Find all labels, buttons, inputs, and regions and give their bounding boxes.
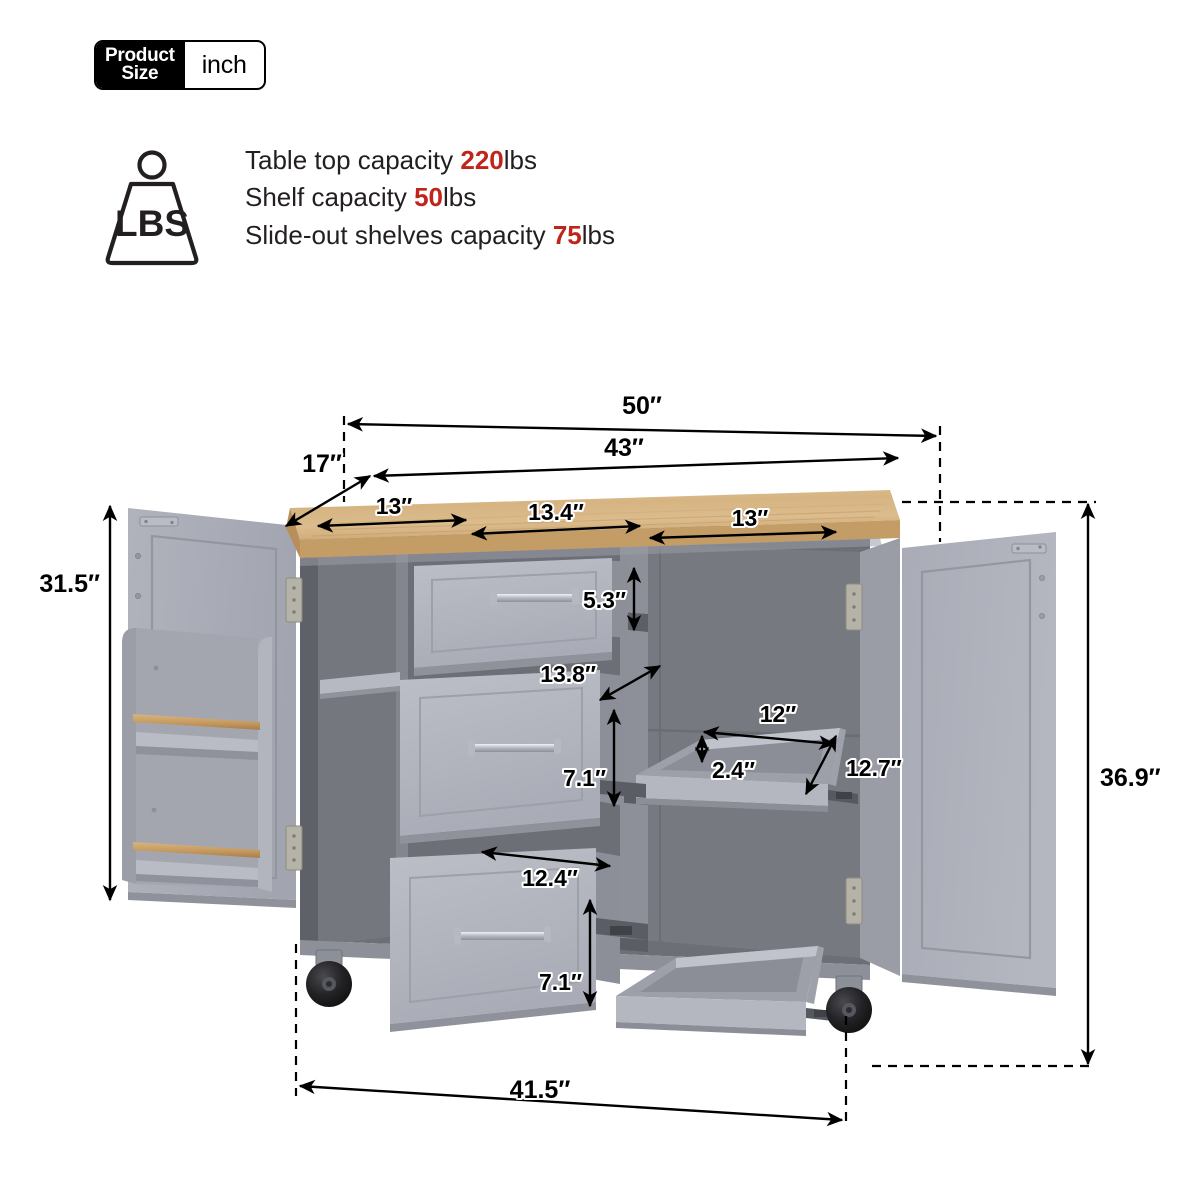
capacity-value: 220 bbox=[460, 145, 504, 175]
product-size-label-line1: Product bbox=[105, 44, 175, 66]
drawer-bottom[interactable] bbox=[390, 848, 648, 1032]
drawer-handle[interactable] bbox=[468, 738, 561, 756]
dim-label-left-height: 31.5″ bbox=[39, 570, 100, 598]
dim-label-base-width: 41.5″ bbox=[510, 1076, 571, 1104]
drawer-handle[interactable] bbox=[454, 926, 551, 944]
capacity-text-after: lbs bbox=[443, 182, 477, 213]
capacity-list: Table top capacity 220lbs Shelf capacity… bbox=[245, 142, 615, 254]
drawer-handle[interactable] bbox=[490, 588, 579, 606]
spice-rack bbox=[122, 628, 272, 892]
dim-overall-height: 36.9″ bbox=[872, 500, 1163, 1068]
unit-label: inch bbox=[201, 50, 247, 79]
dim-overall-width: 50″ bbox=[342, 390, 942, 542]
dim-label-slide-shelf-depth: 12.7″ bbox=[846, 755, 902, 781]
dim-countertop-depth: 17″ bbox=[284, 448, 372, 528]
dim-label-middle-drawer-height: 7.1″ bbox=[563, 765, 606, 791]
capacity-value: 50 bbox=[414, 182, 444, 213]
drawer-middle[interactable] bbox=[400, 670, 646, 844]
caster-left bbox=[306, 949, 352, 1007]
dim-label-drawer-depth: 13.8″ bbox=[540, 661, 596, 687]
dim-label-left-cabinet-width: 13″ bbox=[376, 493, 413, 519]
dim-label-slide-shelf-width: 12″ bbox=[760, 701, 797, 727]
capacity-item-shelf: Shelf capacity 50lbs bbox=[245, 179, 615, 216]
product-size-label-line2: Size bbox=[121, 63, 159, 84]
weight-lbs-icon: LBS bbox=[105, 150, 199, 266]
dim-label-countertop-depth: 17″ bbox=[302, 450, 342, 478]
left-cabinet-door[interactable] bbox=[122, 508, 303, 908]
dim-slide-shelf-depth: 12.7″ bbox=[804, 734, 904, 796]
product-size-label: Product Size bbox=[96, 42, 185, 88]
dim-label-center-drawer-width: 13.4″ bbox=[528, 499, 584, 525]
dim-bottom-drawer-height: 7.1″ bbox=[537, 898, 598, 1008]
capacity-text-before: Shelf capacity bbox=[245, 182, 415, 213]
product-size-badge: Product Size inch bbox=[94, 40, 266, 90]
right-cabinet-door[interactable] bbox=[845, 532, 1056, 996]
capacity-value: 75 bbox=[552, 219, 582, 250]
capacity-text-before: Table top capacity bbox=[245, 145, 461, 175]
svg-text:LBS: LBS bbox=[115, 203, 189, 244]
capacity-item-table-top: Table top capacity 220lbs bbox=[245, 142, 615, 179]
caster-right bbox=[826, 975, 872, 1033]
dim-countertop-width: 43″ bbox=[372, 432, 900, 483]
dim-center-drawer-width: 13.4″ bbox=[470, 497, 642, 541]
dim-drawer-depth: 13.8″ bbox=[538, 659, 662, 702]
capacity-text-after: lbs bbox=[503, 145, 537, 175]
dim-slide-shelf-width: 12″ bbox=[702, 699, 836, 750]
dim-label-bottom-drawer-width: 12.4″ bbox=[522, 865, 578, 891]
dim-label-countertop-width: 43″ bbox=[604, 434, 644, 462]
dim-label-overall-height: 36.9″ bbox=[1100, 764, 1161, 792]
dim-top-drawer-height: 5.3″ bbox=[581, 566, 642, 632]
product-dimension-diagram: 50″ 43″ 17″ 13″ 13.4″ 13″ bbox=[0, 380, 1200, 1170]
dim-left-cabinet-width: 13″ bbox=[316, 491, 468, 533]
drawer-top[interactable] bbox=[414, 558, 628, 676]
right-side-panel bbox=[860, 538, 900, 976]
dim-left-height: 31.5″ bbox=[37, 504, 118, 902]
capacity-item-slide-out: Slide-out shelves capacity 75lbs bbox=[245, 217, 615, 254]
dim-label-top-drawer-height: 5.3″ bbox=[583, 587, 626, 613]
dim-label-right-cabinet-width: 13″ bbox=[732, 505, 769, 531]
capacity-text-after: lbs bbox=[581, 219, 615, 250]
dim-middle-drawer-height: 7.1″ bbox=[561, 708, 622, 808]
capacity-text-before: Slide-out shelves capacity bbox=[245, 219, 553, 250]
dim-label-overall-width: 50″ bbox=[622, 392, 662, 420]
dim-label-slide-shelf-lip: 2.4″ bbox=[712, 757, 755, 783]
dim-right-cabinet-width: 13″ bbox=[648, 503, 838, 545]
dim-label-bottom-drawer-height: 7.1″ bbox=[539, 969, 582, 995]
dim-base-width: 41.5″ bbox=[294, 944, 848, 1128]
dim-slide-shelf-lip: 2.4″ bbox=[694, 734, 757, 785]
slide-out-shelf-lower[interactable] bbox=[616, 946, 842, 1036]
dim-bottom-drawer-width: 12.4″ bbox=[480, 846, 612, 893]
